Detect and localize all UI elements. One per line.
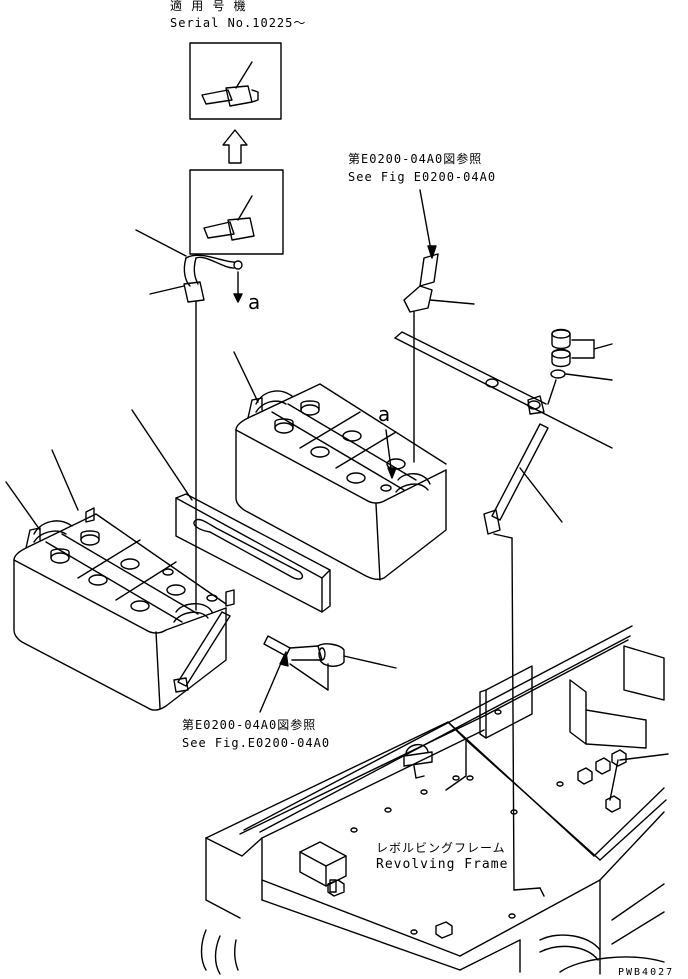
fig-reference-bottom-jp: 第E0200-04A0図参照 [182, 718, 317, 732]
battery-lower [6, 450, 234, 710]
revolving-frame-label-jp: レボルビングフレーム [376, 841, 506, 855]
applicable-models-title: 適 用 号 機 [170, 0, 247, 13]
applicable-serial-number: Serial No.10225～ [170, 16, 307, 30]
inset-new-connector [190, 43, 281, 119]
battery-upper [132, 352, 446, 580]
marker-a-center: a [378, 402, 391, 426]
drawing-number: PWB4027 [618, 967, 675, 978]
upgrade-arrow [223, 130, 247, 163]
ground-cable [260, 636, 396, 712]
spacer-pad [176, 494, 330, 612]
revolving-frame [202, 626, 669, 974]
hold-down-rod [484, 424, 562, 890]
fig-reference-top-en: See Fig E0200-04A0 [348, 170, 497, 184]
fig-reference-bottom-en: See Fig.E0200-04A0 [182, 736, 331, 750]
revolving-frame-label-en: Revolving Frame [376, 857, 509, 872]
battery-cable-left [136, 230, 242, 610]
fig-reference-top-jp: 第E0200-04A0図参照 [348, 152, 483, 166]
inset-old-connector [190, 170, 283, 254]
nuts-and-washers [548, 330, 612, 405]
marker-a-left: a [248, 290, 261, 314]
battery-holder-bar [395, 332, 612, 448]
